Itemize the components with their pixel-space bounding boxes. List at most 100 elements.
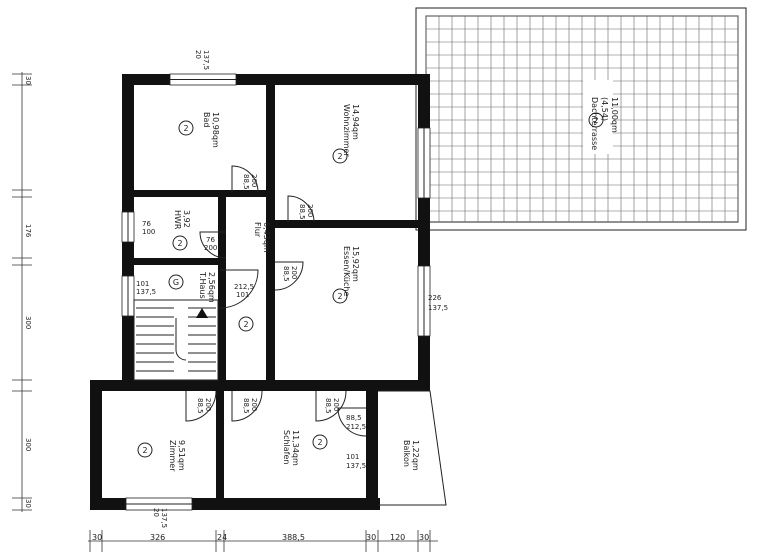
terrace-label-bg — [583, 80, 613, 154]
bad-window-label-b: 137,5 — [202, 50, 210, 70]
door-balkon — [337, 407, 367, 437]
opening-labels: 20 137,5 76 100 76 200 88,5 200 88,5 200… — [136, 50, 448, 528]
stair-center-marker: 2 — [243, 320, 248, 329]
dim-bottom-2: 326 — [150, 533, 165, 542]
door-zimmer — [185, 390, 217, 422]
dim-bottom-4: 388,5 — [282, 533, 305, 542]
essen-name: Essen/Küche — [342, 246, 351, 296]
wohnzimmer-marker: 2 — [337, 152, 342, 161]
door-bad — [231, 165, 259, 193]
schlafen-marker-circle — [312, 434, 328, 450]
stair-arrow-icon — [196, 308, 208, 318]
zimmer-name: Zimmer — [168, 440, 177, 472]
hwr-marker: 2 — [177, 239, 182, 248]
balcony: Balkon 1,22qm — [378, 390, 447, 506]
door-schlafen-1 — [231, 390, 263, 422]
bad-name: Bad — [202, 112, 211, 127]
stair-center-marker-circle — [238, 316, 254, 332]
balcony-outline — [378, 390, 447, 506]
dim-left-4: 300 — [24, 438, 32, 451]
balkon-door-label-b: 137,5 — [346, 462, 366, 470]
windows — [121, 73, 431, 511]
terrace-area-note: (4,54) — [600, 97, 609, 121]
terrace-marker-circle — [588, 112, 604, 128]
zimmer-marker: 2 — [142, 446, 147, 455]
dim-left-3: 300 — [24, 316, 32, 329]
terrace-marker: 2 — [593, 116, 598, 125]
sz-door3-label-b: 212,5 — [346, 423, 366, 431]
bad-marker-circle — [178, 120, 194, 136]
door-treppenhaus — [219, 269, 259, 309]
sz-door2-label-b: 200 — [332, 398, 340, 411]
wall-mid-horizontal — [90, 380, 430, 391]
th-window-label-b: 137,5 — [136, 288, 156, 296]
hwr-area: 3,92 — [182, 210, 191, 228]
flur-name: Flur — [253, 222, 262, 238]
dimension-chain-bottom: 30 326 24 388,5 30 120 30 — [88, 530, 438, 552]
staircase — [133, 299, 219, 381]
roof-terrace: Dachterrasse (4,54) 11,00qm 2 — [415, 7, 747, 231]
hwr-window-label-b: 100 — [142, 228, 155, 236]
essen-marker: 2 — [337, 292, 342, 301]
essen-window-label-b: 137,5 — [428, 304, 448, 312]
wall-interior-zimmer-right — [216, 391, 224, 501]
bad-marker: 2 — [183, 124, 188, 133]
hwr-name: HWR — [173, 210, 182, 230]
zimmer-area: 9,51qm — [177, 440, 186, 471]
hwr-door-label-a: 76 — [206, 236, 215, 244]
hwr-marker-circle — [172, 235, 188, 251]
zimmer-door-label-a: 88,5 — [196, 398, 204, 414]
wall-bad-bottom — [134, 190, 266, 197]
terrace-area: 11,00qm — [610, 97, 619, 133]
flur-door-label-b: 200 — [290, 266, 298, 279]
bad-door-label-a: 88,5 — [242, 174, 250, 190]
wall-interior-flur-left — [218, 195, 226, 385]
wohnzimmer-area: 14,94qm — [351, 104, 360, 140]
zimmer-door-label-b: 200 — [204, 398, 212, 411]
balkon-area: 1,22qm — [411, 440, 420, 471]
essen-marker-circle — [332, 288, 348, 304]
wall-left-lower — [90, 380, 102, 510]
dim-bottom-6: 120 — [390, 533, 405, 542]
doors — [185, 165, 367, 437]
stair-steps — [136, 307, 216, 372]
th-door-label-b: 101 — [236, 291, 249, 299]
treppenhaus-area: 2,56qm — [207, 272, 216, 303]
dim-bottom-1: 30 — [92, 533, 102, 542]
wohn-door-label-a: 88,5 — [298, 204, 306, 220]
treppenhaus-marker-circle — [168, 274, 184, 290]
th-window-label-a: 101 — [136, 280, 149, 288]
stair-handrail — [175, 318, 187, 361]
wohn-door-label-b: 200 — [306, 204, 314, 217]
essen-area: 15,92qm — [351, 246, 360, 282]
th-door-label-a: 212,5 — [234, 283, 254, 291]
balkon-door-label-a: 101 — [346, 453, 359, 461]
dim-left-5: 30 — [24, 499, 32, 508]
bad-door-label-b: 200 — [250, 174, 258, 187]
wall-balcony-left — [366, 391, 378, 510]
room-labels: Bad 10,98qm 2 Wohnzimmer 14,94qm 2 HWR 3… — [137, 104, 360, 472]
zimmer-window-label-b: 137,5 — [160, 508, 168, 528]
schlafen-area: 11,34qm — [291, 430, 300, 466]
door-hwr — [199, 231, 227, 259]
essen-window-label-a: 226 — [428, 294, 442, 302]
terrace-name: Dachterrasse — [590, 97, 599, 150]
door-schlafen-2 — [315, 390, 347, 422]
wohnzimmer-name: Wohnzimmer — [342, 104, 351, 157]
zimmer-window-label-a: 20 — [152, 508, 160, 517]
flur-door-label-a: 88,5 — [282, 266, 290, 282]
sz-door3-label-a: 88,5 — [346, 414, 362, 422]
sz-door1-label-b: 200 — [250, 398, 258, 411]
wall-interior-center — [266, 85, 275, 385]
wall-top — [122, 74, 430, 85]
wall-hwr-bottom — [134, 258, 220, 265]
schlafen-name: Schlafen — [282, 430, 291, 464]
sz-door2-label-a: 88,5 — [324, 398, 332, 414]
wall-wohn-bottom — [275, 220, 418, 228]
bad-window-label-a: 20 — [194, 50, 202, 59]
treppenhaus-marker: G — [173, 278, 179, 287]
hwr-door-label-b: 200 — [204, 244, 217, 252]
bad-area: 10,98qm — [211, 112, 220, 148]
treppenhaus-name: T.Haus — [198, 271, 207, 299]
